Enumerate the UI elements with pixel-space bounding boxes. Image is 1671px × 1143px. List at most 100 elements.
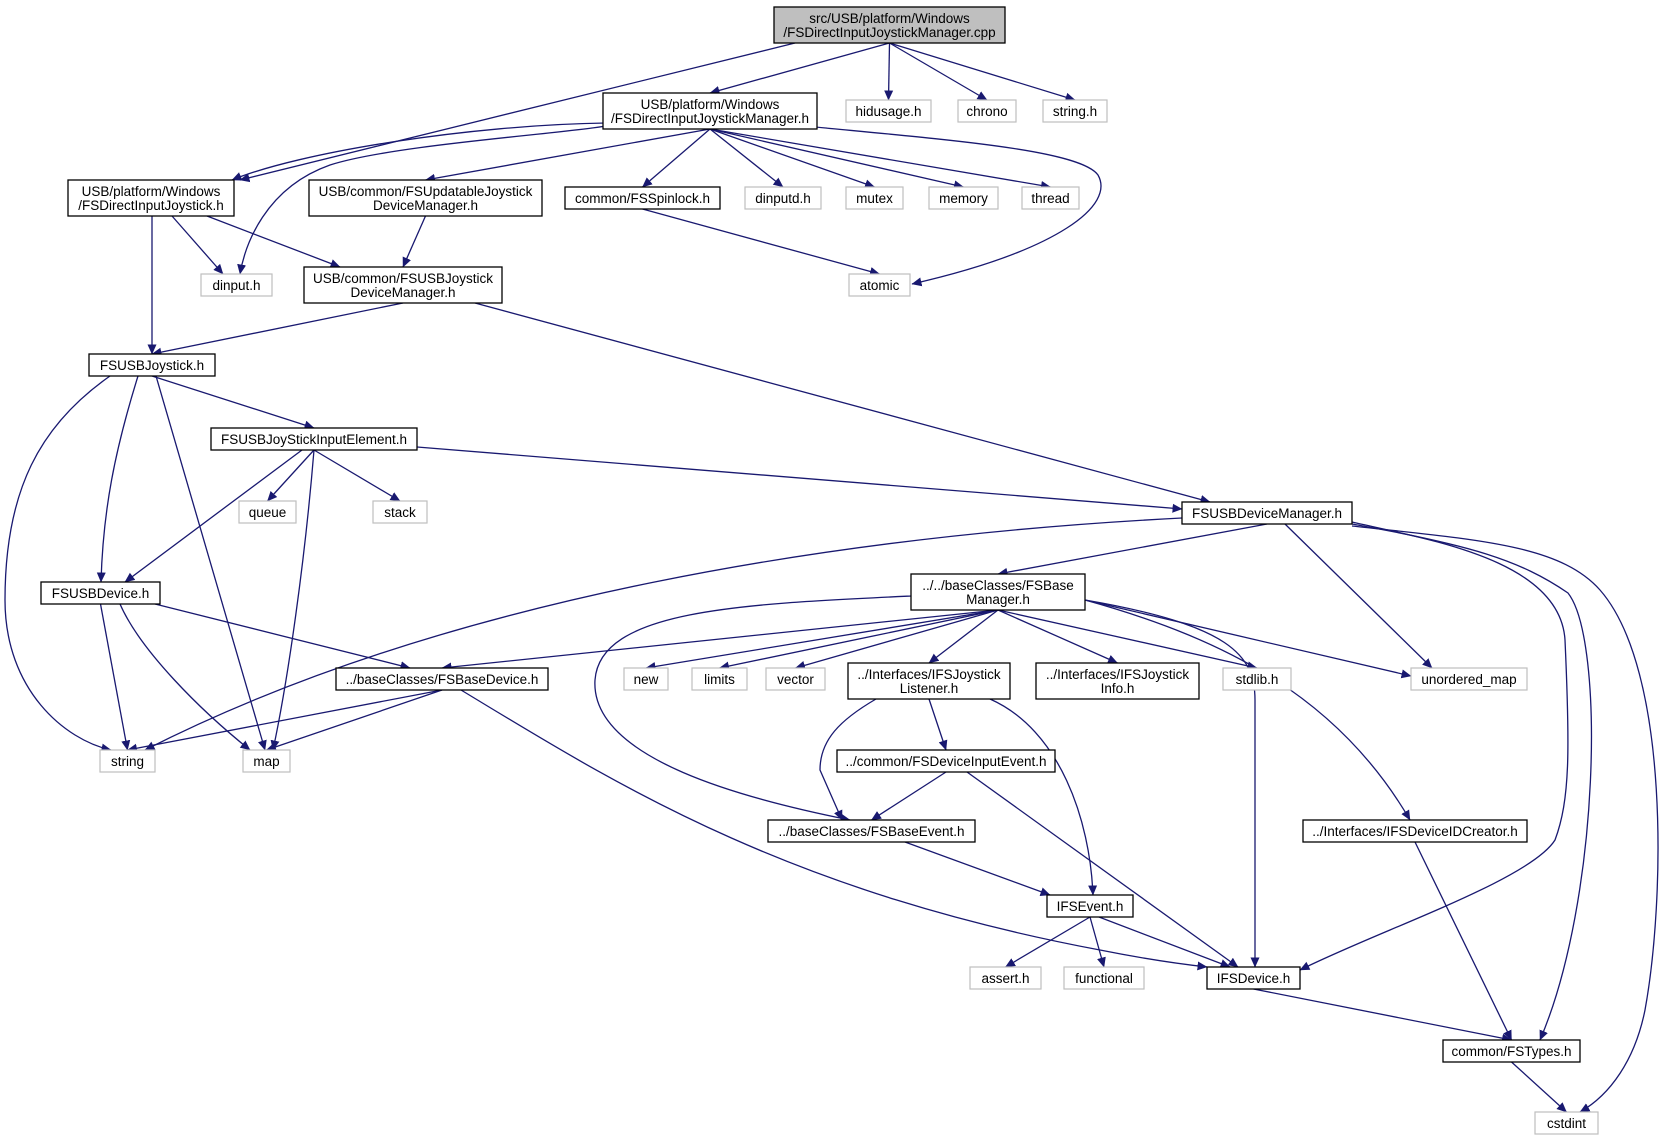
edge-n5-to-n12	[171, 215, 224, 275]
edge-n1-to-n5	[231, 122, 607, 181]
edge-n35-to-n38	[1098, 916, 1231, 968]
node-n8: dinputd.h	[744, 186, 822, 210]
node-label: memory	[939, 191, 988, 206]
node-label: atomic	[860, 278, 900, 293]
node-box	[303, 266, 503, 304]
edge-n1-to-n14	[814, 126, 1102, 287]
node-label: ../common/FSDeviceInputEvent.h	[845, 754, 1046, 769]
node-label: dinputd.h	[755, 191, 811, 206]
node-label: IFSDevice.h	[1217, 971, 1291, 986]
node-label: USB/common/FSUSBJoystick	[313, 271, 493, 286]
node-box	[88, 353, 216, 377]
node-n40: cstdint	[1534, 1111, 1599, 1135]
edge-n0-to-n1	[709, 42, 890, 95]
node-box	[773, 6, 1006, 44]
edge-n13-to-n15	[151, 302, 404, 357]
node-n33[interactable]: ../baseClasses/FSBaseEvent.h	[767, 819, 976, 843]
node-box	[1302, 819, 1528, 843]
node-n35[interactable]: IFSEvent.h	[1046, 894, 1134, 918]
node-label: USB/platform/Windows	[641, 97, 780, 112]
edge-n1-to-n12	[237, 125, 607, 275]
node-box	[99, 749, 156, 773]
node-n32[interactable]: ../common/FSDeviceInputEvent.h	[836, 749, 1056, 773]
edge-n21-to-n22	[441, 609, 999, 672]
node-label: cstdint	[1547, 1116, 1586, 1131]
node-n7[interactable]: common/FSSpinlock.h	[564, 186, 721, 210]
edge-n15-to-n30	[4, 375, 112, 753]
node-box	[210, 427, 418, 451]
node-n20[interactable]: FSUSBDevice.h	[40, 581, 161, 605]
node-box	[848, 273, 911, 297]
edge-n7-to-n14	[642, 208, 880, 276]
node-label: Info.h	[1101, 681, 1135, 696]
node-label: USB/common/FSUpdatableJoystick	[319, 184, 533, 199]
node-n6[interactable]: USB/common/FSUpdatableJoystickDeviceMana…	[308, 179, 543, 217]
edge-n38-to-n39	[1253, 988, 1512, 1043]
node-box	[1181, 501, 1353, 525]
node-label: common/FSTypes.h	[1451, 1044, 1571, 1059]
node-box	[1442, 1039, 1581, 1063]
node-box	[1206, 966, 1301, 990]
node-n16[interactable]: FSUSBJoyStickInputElement.h	[210, 427, 418, 451]
node-box	[1410, 667, 1528, 691]
node-box	[1021, 186, 1080, 210]
node-box	[765, 667, 826, 691]
edge-n26-to-n33	[819, 698, 877, 821]
node-box	[910, 573, 1086, 611]
node-box	[767, 819, 976, 843]
node-label: /FSDirectInputJoystickManager.cpp	[783, 25, 995, 40]
node-n34[interactable]: ../Interfaces/IFSDeviceIDCreator.h	[1302, 819, 1528, 843]
edge-n20-to-n22	[154, 603, 411, 671]
node-label: stdlib.h	[1236, 672, 1279, 687]
node-box	[1035, 662, 1200, 700]
node-label: stack	[384, 505, 416, 520]
node-n38[interactable]: IFSDevice.h	[1206, 966, 1301, 990]
edge-n0-to-n3	[889, 42, 988, 101]
node-n1[interactable]: USB/platform/Windows/FSDirectInputJoysti…	[602, 92, 818, 130]
edge-n22-to-n38	[460, 689, 1208, 971]
node-box	[957, 99, 1017, 123]
edge-n35-to-n37	[1089, 916, 1106, 968]
node-box	[200, 273, 273, 297]
edge-n21-to-n23	[645, 609, 999, 671]
node-n15[interactable]: FSUSBJoystick.h	[88, 353, 216, 377]
node-n39[interactable]: common/FSTypes.h	[1442, 1039, 1581, 1063]
node-n22[interactable]: ../baseClasses/FSBaseDevice.h	[335, 667, 549, 691]
edge-n34-to-n39	[1414, 841, 1513, 1041]
node-label: unordered_map	[1421, 672, 1516, 687]
node-box	[564, 186, 721, 210]
node-n5[interactable]: USB/platform/Windows/FSDirectInputJoysti…	[67, 179, 235, 217]
edge-n26-to-n35	[989, 698, 1098, 896]
node-n11: thread	[1021, 186, 1080, 210]
edge-n19-to-n29	[1284, 523, 1433, 669]
node-n19[interactable]: FSUSBDeviceManager.h	[1181, 501, 1353, 525]
edge-n26-to-n32	[928, 698, 948, 751]
node-box	[242, 749, 291, 773]
node-label: Manager.h	[966, 592, 1030, 607]
node-label: chrono	[966, 104, 1007, 119]
edge-n20-to-n30	[99, 603, 131, 751]
node-box	[845, 186, 904, 210]
node-label: functional	[1075, 971, 1133, 986]
edge-n32-to-n38	[966, 771, 1239, 968]
node-label: ../baseClasses/FSBaseDevice.h	[346, 672, 539, 687]
node-n0[interactable]: src/USB/platform/Windows/FSDirectInputJo…	[773, 6, 1006, 44]
edge-n19-to-n30	[144, 517, 1183, 751]
node-box	[602, 92, 818, 130]
edge-n6-to-n13	[402, 215, 427, 268]
edge-n13-to-n19	[474, 302, 1211, 504]
node-box	[744, 186, 822, 210]
node-n4: string.h	[1042, 99, 1108, 123]
node-n29: unordered_map	[1410, 667, 1528, 691]
node-box	[1534, 1111, 1599, 1135]
edge-n21-to-n24	[719, 609, 999, 671]
edge-n33-to-n35	[904, 841, 1051, 896]
node-box	[1063, 966, 1145, 990]
edge-n21-to-n26	[928, 609, 999, 664]
node-label: new	[634, 672, 659, 687]
